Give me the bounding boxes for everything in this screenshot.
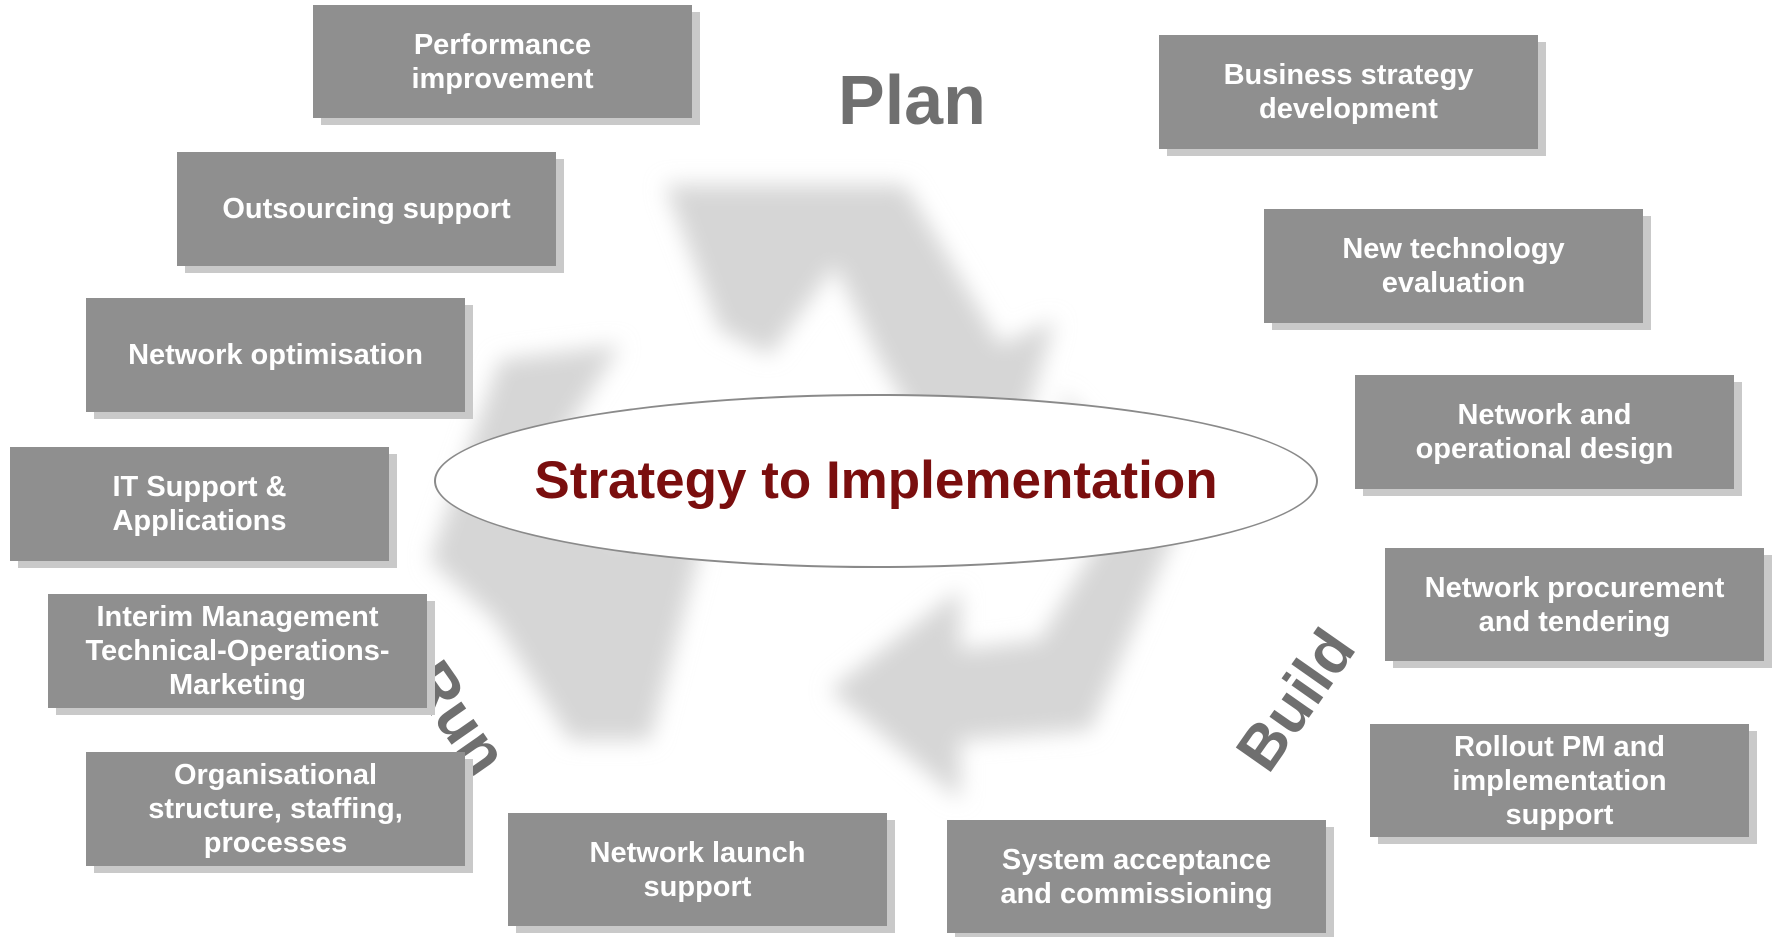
box-network-operational-design: Network and operational design xyxy=(1355,375,1734,489)
box-outsourcing-support: Outsourcing support xyxy=(177,152,556,266)
box-system-acceptance: System acceptance and commissioning xyxy=(947,820,1326,933)
box-network-optimisation: Network optimisation xyxy=(86,298,465,412)
box-performance-improvement: Performance improvement xyxy=(313,5,692,118)
phase-label-plan: Plan xyxy=(838,61,986,139)
center-title: Strategy to Implementation xyxy=(534,451,1218,510)
box-rollout-pm: Rollout PM and implementation support xyxy=(1370,724,1749,837)
box-network-launch-support: Network launch support xyxy=(508,813,887,926)
box-organisational-structure: Organisational structure, staffing, proc… xyxy=(86,752,465,866)
box-it-support-applications: IT Support & Applications xyxy=(10,447,389,561)
center-ellipse: Strategy to Implementation xyxy=(434,394,1318,568)
box-business-strategy-development: Business strategy development xyxy=(1159,35,1538,149)
box-interim-management: Interim Management Technical-Operations-… xyxy=(48,594,427,708)
box-network-procurement: Network procurement and tendering xyxy=(1385,548,1764,661)
box-new-technology-evaluation: New technology evaluation xyxy=(1264,209,1643,323)
